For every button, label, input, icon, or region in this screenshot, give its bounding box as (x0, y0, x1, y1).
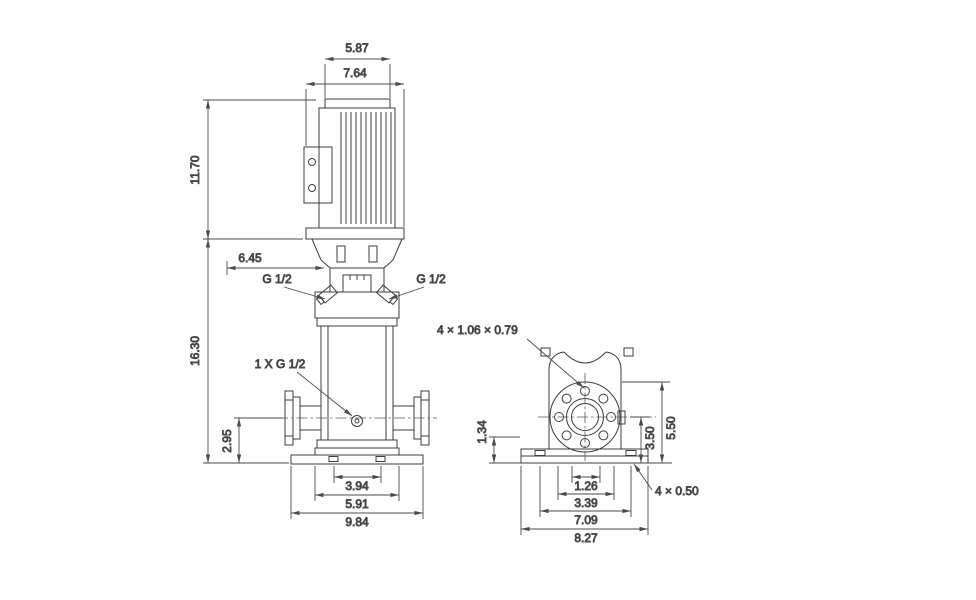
dim-base-width-front-label: 9.84 (345, 515, 369, 529)
dim-pump-height-label: 16.30 (188, 336, 202, 366)
coupling-lantern (311, 238, 403, 292)
dim-center-height: 3.50 (630, 416, 672, 464)
label-port-left: G 1/2 (262, 272, 326, 300)
dim-base-width-side-label: 8.27 (574, 531, 598, 545)
dim-span-mid-label: 3.39 (574, 496, 598, 510)
motor-flange (305, 227, 405, 240)
dim-foot-height: 1.34 (475, 420, 521, 464)
side-body-outline (540, 347, 634, 449)
dim-span-inner: 1.26 (571, 466, 601, 493)
port-left-label: G 1/2 (262, 272, 292, 286)
slot-note-label: 4 × 1.06 × 0.79 (437, 323, 518, 337)
port-plug-left (315, 284, 339, 306)
dim-motor-height: 11.70 (188, 99, 316, 240)
label-drain-port: 1 X G 1/2 (254, 357, 353, 417)
port-right-label: G 1/2 (416, 272, 446, 286)
dim-span-inner-label: 1.26 (574, 479, 598, 493)
terminal-box (303, 146, 333, 204)
dim-slot-span-label: 7.09 (574, 513, 598, 527)
label-port-right: G 1/2 (388, 272, 446, 300)
side-base (520, 448, 649, 464)
hole-note-label: 4 × 0.50 (655, 484, 699, 498)
dim-top-width: 5.87 (324, 41, 391, 98)
pump-head (314, 274, 400, 319)
dim-base-width-front: 9.84 (290, 466, 424, 529)
dim-port-height-label: 2.95 (220, 429, 234, 453)
front-view (277, 98, 437, 465)
dim-flange-top-height: 5.50 (622, 381, 678, 463)
label-slot-note: 4 × 1.06 × 0.79 (437, 323, 585, 389)
dim-bolt-span: 3.94 (333, 466, 382, 493)
dimensions-side: 4 × 1.06 × 0.79 1.34 3.50 5.50 1.26 3.39 (437, 323, 700, 546)
dim-flange-width-label: 7.64 (343, 66, 367, 80)
dim-port-height: 2.95 (220, 417, 283, 463)
port-plug-right (375, 284, 399, 306)
dim-bolt-span-label: 3.94 (345, 479, 369, 493)
dim-head-offset-label: 6.45 (238, 251, 262, 265)
side-view (520, 347, 656, 464)
dim-head-offset: 6.45 (226, 251, 324, 275)
dim-center-height-label: 3.50 (643, 426, 657, 450)
drain-port-label: 1 X G 1/2 (255, 357, 306, 371)
dim-span-mid: 3.39 (557, 466, 615, 510)
dim-flange-top-height-label: 5.50 (664, 416, 678, 440)
dim-slot-span: 7.09 (539, 466, 632, 527)
dim-motor-height-label: 11.70 (188, 155, 202, 184)
dim-pedestal-width: 5.91 (314, 466, 400, 511)
drain-plug (351, 415, 363, 427)
dim-pump-height: 16.30 (188, 239, 289, 464)
dim-base-width-side: 8.27 (520, 466, 649, 545)
dim-flange-width: 7.64 (305, 66, 405, 227)
chamber-stack (316, 317, 398, 449)
pump-base (290, 447, 424, 465)
motor (318, 98, 396, 229)
dim-top-width-label: 5.87 (345, 41, 369, 55)
dimensions-front: 5.87 7.64 11.70 16.30 6.45 G 1/2 (188, 41, 447, 530)
label-hole-note: 4 × 0.50 (633, 463, 699, 498)
dim-pedestal-width-label: 5.91 (345, 497, 369, 511)
dim-foot-height-label: 1.34 (475, 420, 489, 444)
